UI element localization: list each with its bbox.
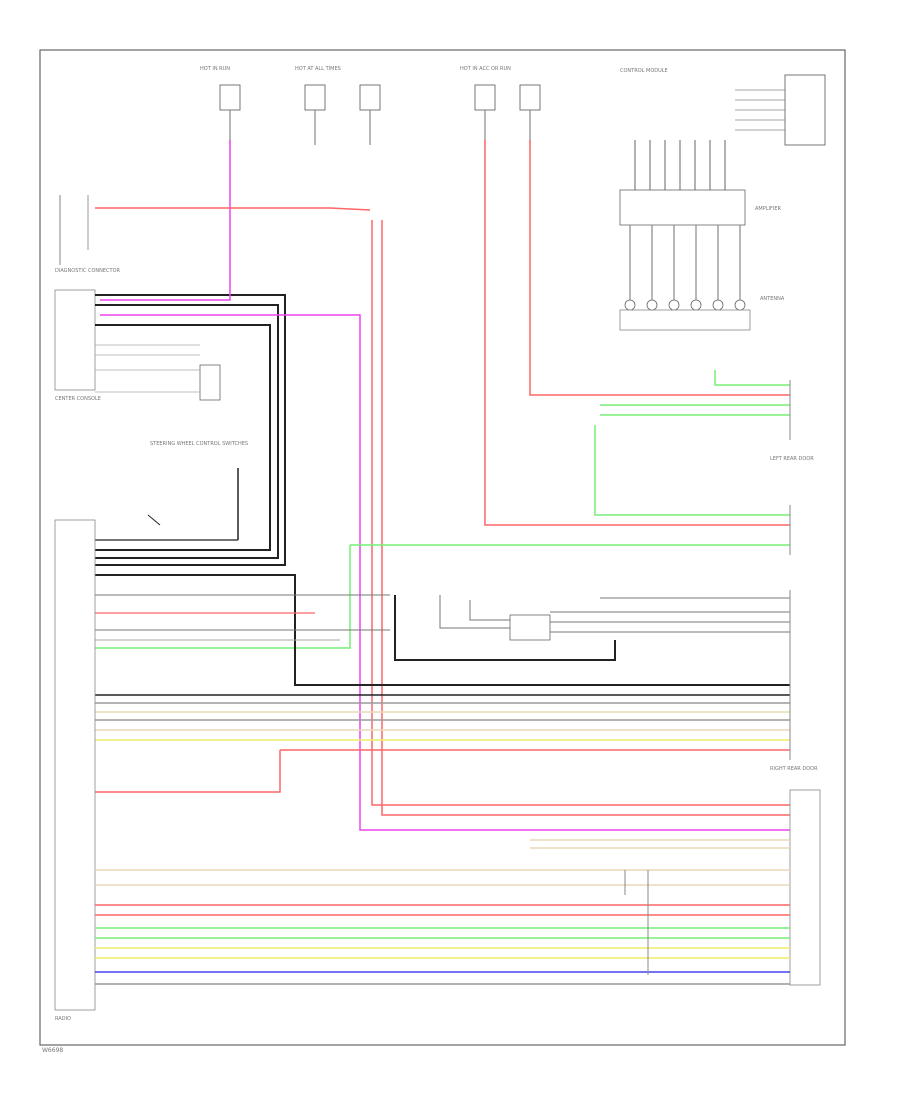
steering-switch-stub — [147, 514, 161, 526]
label-steering-switches: STEERING WHEEL CONTROL SWITCHES — [150, 441, 248, 447]
center-console-box — [54, 289, 96, 391]
wire-green-right — [95, 370, 790, 649]
label-center-console: CENTER CONSOLE — [55, 396, 101, 402]
left-switch-block — [199, 364, 221, 401]
label-hot-acc-run: HOT IN ACC OR RUN — [460, 66, 511, 72]
left-switch-wires — [95, 344, 200, 393]
center-switch-block — [509, 614, 551, 641]
label-antenna: ANTENNA — [760, 296, 785, 302]
label-amplifier: AMPLIFIER — [755, 206, 782, 212]
label-rear-door-left: LEFT REAR DOOR — [770, 456, 814, 462]
bus-wires-lower — [95, 839, 790, 985]
antenna-wires — [629, 225, 741, 300]
wire-red-top — [95, 140, 790, 816]
wire-pink — [100, 140, 790, 831]
center-switch-wires — [95, 594, 790, 633]
antenna-bundle — [634, 140, 726, 190]
top-right-module — [784, 74, 826, 146]
antenna-connectors — [624, 299, 746, 311]
right-lower-module — [789, 789, 821, 986]
label-hot-in-run: HOT IN RUN — [200, 66, 230, 72]
black-harness-left — [95, 294, 286, 566]
label-radio: RADIO — [55, 1016, 71, 1022]
label-diagnostic: DIAGNOSTIC CONNECTOR — [55, 268, 121, 274]
diagram-frame — [39, 49, 846, 1046]
antenna-base — [619, 309, 751, 331]
label-control-module: CONTROL MODULE — [620, 68, 668, 74]
top-fuse-group — [219, 84, 541, 111]
bus-wires-mid — [95, 694, 790, 793]
label-hot-at-all-times: HOT AT ALL TIMES — [295, 66, 341, 72]
module-pins — [735, 89, 785, 131]
fuse-drops — [229, 110, 531, 145]
label-rear-door-right: RIGHT REAR DOOR — [770, 766, 818, 772]
footer-code: W6698 — [42, 1047, 63, 1054]
antenna-module — [619, 189, 746, 226]
left-bottom-module — [54, 519, 96, 1011]
top-fuse-labels: HOT IN RUN HOT AT ALL TIMES HOT IN ACC O… — [200, 66, 511, 72]
